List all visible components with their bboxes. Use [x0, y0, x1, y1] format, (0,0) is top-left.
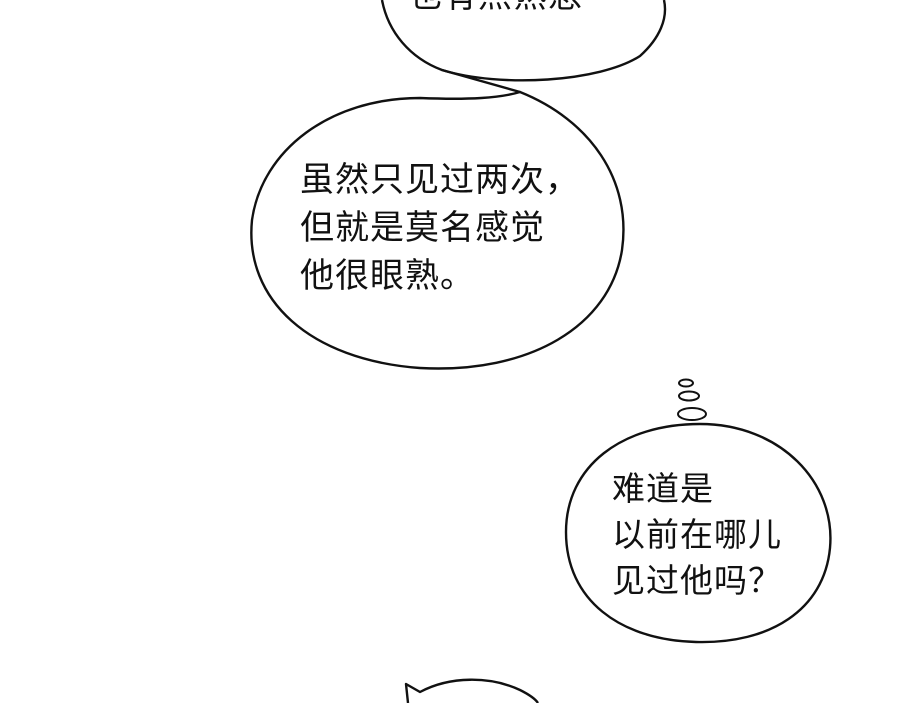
speech-bubble-middle-text: 虽然只见过两次， 但就是莫名感觉 他很眼熟。 [300, 156, 580, 300]
bubble-line: 难道是 [612, 469, 714, 508]
thought-dot-medium [678, 390, 700, 402]
bubble-line: 他很眼熟。 [300, 256, 475, 296]
bubble-line: 虽然只见过两次， [300, 160, 580, 200]
thought-dot-large [677, 407, 707, 421]
bubble-line: 也有点熟悉 [408, 0, 583, 20]
speech-bubble-top-text: 也有点熟悉 [408, 0, 583, 20]
bubble-line: 见过他吗？ [612, 561, 782, 600]
speech-bubble-top-tail [440, 68, 522, 94]
speech-bubble-bottom-partial [404, 678, 539, 704]
speech-bubble-top [380, 0, 667, 82]
thought-bubble [564, 422, 832, 644]
bubble-line: 但就是莫名感觉 [300, 208, 545, 248]
thought-dot-small [678, 378, 694, 388]
bubble-line: 以前在哪儿 [612, 515, 782, 554]
thought-bubble-text: 难道是 以前在哪儿 见过他吗？ [612, 466, 782, 604]
speech-bubble-middle [250, 90, 625, 370]
